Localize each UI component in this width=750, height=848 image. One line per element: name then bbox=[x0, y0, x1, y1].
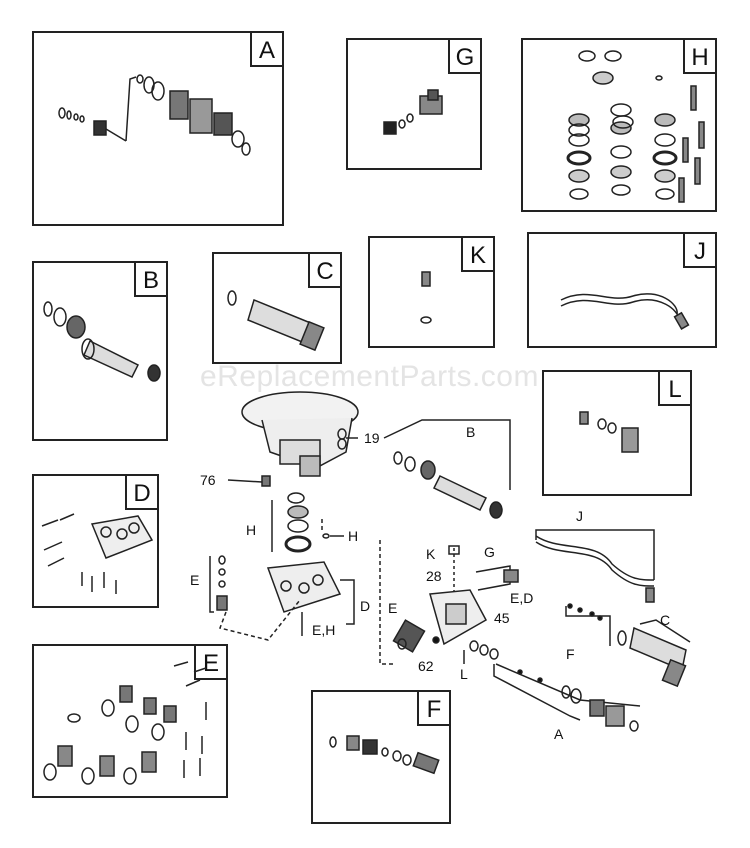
panel-label-h: H bbox=[683, 38, 717, 74]
callout-e-left: E bbox=[190, 572, 200, 588]
panel-label-a: A bbox=[250, 31, 284, 67]
callout-g: G bbox=[484, 544, 495, 560]
callout-45: 45 bbox=[494, 610, 510, 626]
callout-e-right: E bbox=[388, 600, 398, 616]
kit-g-parts-drawing bbox=[383, 89, 443, 135]
callout-h-right: H bbox=[348, 528, 359, 544]
callout-62: 62 bbox=[418, 658, 434, 674]
watermark: eReplacementParts.com bbox=[200, 360, 539, 393]
callout-e-d: E,D bbox=[510, 590, 534, 606]
kit-panel-b[interactable]: B bbox=[32, 261, 168, 441]
panel-label-g: G bbox=[448, 38, 482, 74]
panel-label-f: F bbox=[417, 690, 451, 726]
kit-a-parts-drawing bbox=[58, 74, 251, 156]
callout-l: L bbox=[460, 666, 468, 682]
panel-label-l: L bbox=[658, 370, 692, 406]
panel-label-d: D bbox=[125, 474, 159, 510]
panel-label-c: C bbox=[308, 252, 342, 288]
kit-panel-a[interactable]: A bbox=[32, 31, 284, 226]
callout-19: 19 bbox=[364, 430, 380, 446]
kit-f-parts-drawing bbox=[329, 735, 440, 775]
kit-panel-k[interactable]: K bbox=[368, 236, 495, 348]
panel-label-e: E bbox=[194, 644, 228, 680]
kit-panel-c[interactable]: C bbox=[212, 252, 342, 364]
kit-panel-j[interactable]: J bbox=[527, 232, 717, 348]
callout-b: B bbox=[466, 424, 476, 440]
callout-a: A bbox=[554, 726, 564, 742]
kit-panel-f[interactable]: F bbox=[311, 690, 451, 824]
kit-panel-l[interactable]: L bbox=[542, 370, 692, 496]
kit-h-parts-drawing bbox=[566, 50, 705, 203]
panel-label-j: J bbox=[683, 232, 717, 268]
callout-j: J bbox=[576, 508, 583, 524]
kit-j-parts-drawing bbox=[560, 293, 690, 330]
kit-panel-h[interactable]: H bbox=[521, 38, 717, 212]
panel-label-k: K bbox=[461, 236, 495, 272]
kit-panel-g[interactable]: G bbox=[346, 38, 482, 170]
kit-e-parts-drawing bbox=[43, 661, 207, 785]
callout-76: 76 bbox=[200, 472, 216, 488]
kit-panel-e[interactable]: E bbox=[32, 644, 228, 798]
kit-b-parts-drawing bbox=[43, 301, 161, 382]
kit-k-parts-drawing bbox=[420, 271, 432, 324]
callout-c: C bbox=[660, 612, 671, 628]
kit-d-parts-drawing bbox=[41, 513, 154, 594]
kit-l-parts-drawing bbox=[579, 411, 639, 453]
callout-d: D bbox=[360, 598, 371, 614]
callout-e-h: E,H bbox=[312, 622, 336, 638]
panel-label-b: B bbox=[134, 261, 168, 297]
callout-f: F bbox=[566, 646, 575, 662]
kit-c-parts-drawing bbox=[227, 290, 325, 352]
kit-panel-d[interactable]: D bbox=[32, 474, 159, 608]
callout-28: 28 bbox=[426, 568, 442, 584]
callout-k: K bbox=[426, 546, 436, 562]
callout-h-left: H bbox=[246, 522, 257, 538]
